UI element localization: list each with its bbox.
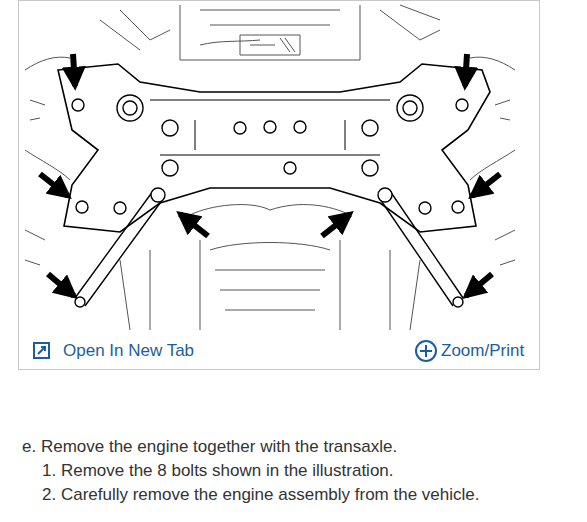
- bolts: [72, 95, 468, 307]
- bolt-arrows: [40, 54, 500, 296]
- suspension-crossmember: [58, 64, 490, 232]
- instruction-step: 1. Remove the 8 bolts shown in the illus…: [42, 461, 394, 481]
- link-text: Open In New Tab: [63, 341, 194, 361]
- image-frame: [19, 1, 540, 370]
- zoom-icon: [416, 341, 436, 361]
- open-tab-icon: [34, 343, 49, 358]
- link-text: Zoom/Print: [441, 341, 524, 361]
- instruction-step: 2. Carefully remove the engine assembly …: [42, 485, 479, 505]
- vehicle-background: [25, 5, 515, 330]
- instruction-step: e. Remove the engine together with the t…: [22, 437, 397, 457]
- crossmember-ribs: [150, 100, 390, 155]
- tension-rods: [75, 191, 463, 306]
